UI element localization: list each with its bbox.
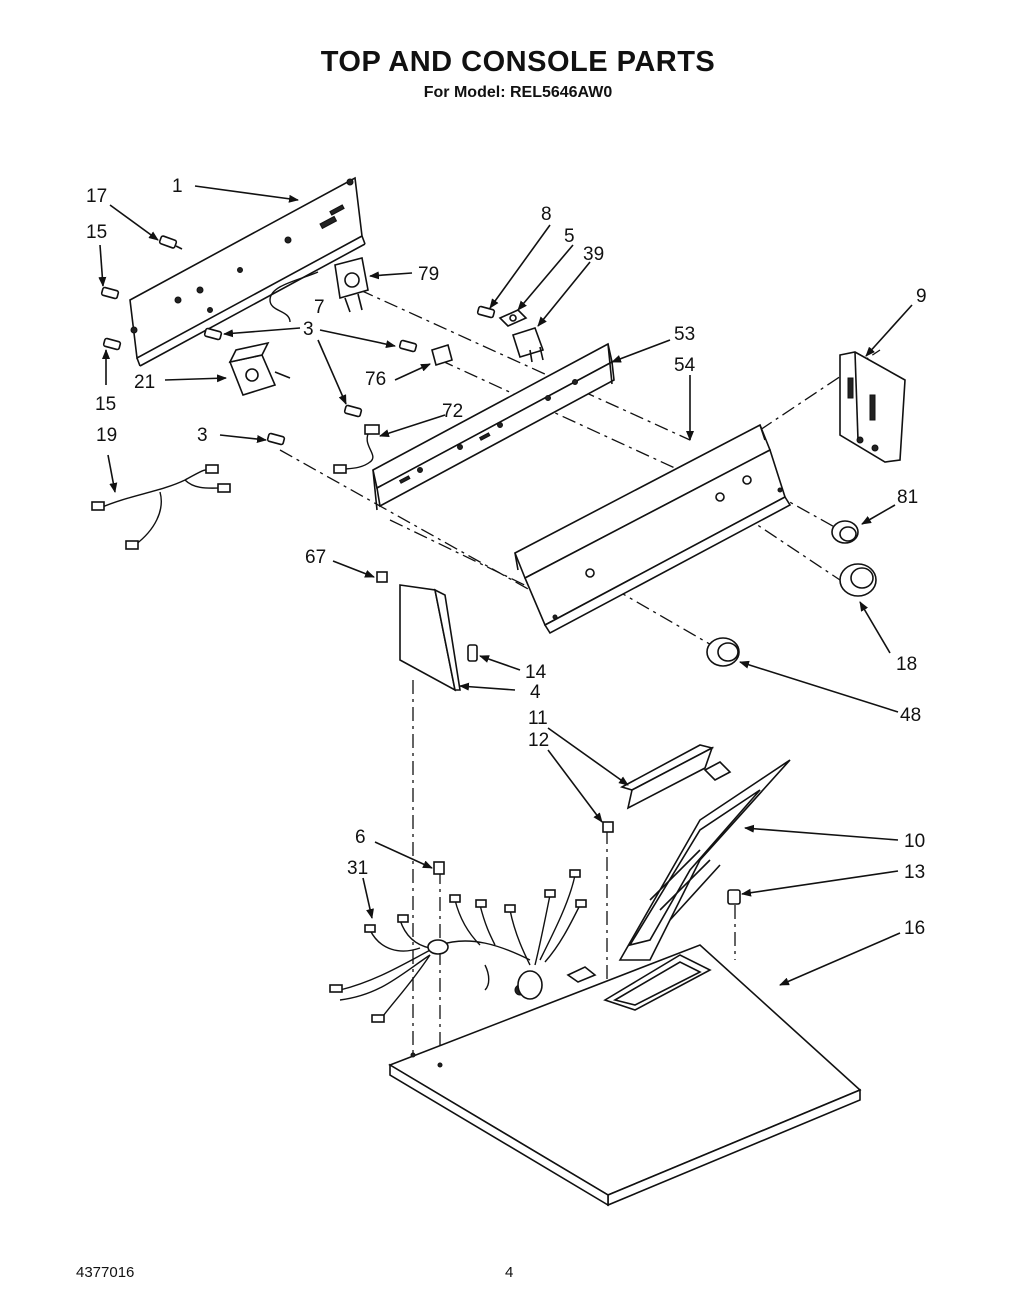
knob-18 [839,563,877,597]
callout-8: 8 [541,204,552,225]
knob-81 [831,520,859,544]
leader-lines [98,185,913,986]
panel-11 [619,744,715,810]
harness-19 [91,464,231,550]
top-panel-16 [388,944,862,1207]
channel-bracket-53 [372,342,615,511]
callout-15-upper: 15 [86,222,107,243]
timer-21 [228,341,291,396]
callout-39: 39 [583,244,604,265]
callout-5: 5 [564,226,575,247]
callout-7: 7 [314,297,325,318]
callout-67: 67 [305,547,326,568]
clip-5 [498,309,528,327]
screw-3-d [266,432,286,446]
wire-7 [269,271,319,323]
screw-3-a [203,327,223,341]
callout-14: 14 [525,662,547,683]
callout-11: 11 [528,708,548,729]
screw-17 [158,235,183,250]
callout-18: 18 [896,654,917,675]
console-housing-54 [513,423,792,635]
callout-79: 79 [418,264,439,285]
clip-12 [602,821,614,833]
wire-72 [333,424,380,474]
rear-console-panel [129,176,366,367]
harness-31 [329,869,587,1023]
callout-81: 81 [897,487,918,508]
screw-8 [476,305,496,319]
callout-9: 9 [916,286,927,307]
callout-31: 31 [347,858,368,879]
callout-3-upper: 3 [303,319,314,340]
callout-10: 10 [904,831,925,852]
callout-4: 4 [530,682,541,703]
screw-15-upper [100,286,120,300]
callout-17: 17 [86,186,107,207]
callout-3-lower: 3 [197,425,208,446]
model-subtitle: For Model: REL5646AW0 [423,84,613,101]
callout-48: 48 [900,705,921,726]
end-cap-9 [839,351,906,463]
page-title: TOP AND CONSOLE PARTS [320,46,716,78]
side-panel-4 [399,584,461,692]
screw-13 [727,889,741,905]
knob-48 [706,637,740,667]
callout-76: 76 [365,369,386,390]
page-number: 4 [505,1264,514,1281]
callout-54: 54 [674,355,696,376]
switch-79 [334,257,369,313]
callout-1: 1 [172,176,183,197]
control-panel-10 [618,759,791,961]
alignment-lines [279,289,881,1065]
screw-3-b [398,339,418,353]
screw-15-lower [102,337,122,351]
screw-3-c [343,404,363,418]
callout-21: 21 [134,372,155,393]
bracket-39 [511,327,545,363]
clip-67 [376,571,388,583]
clip-6 [433,861,445,875]
callout-72: 72 [442,401,463,422]
callout-12: 12 [528,730,549,751]
block-76 [431,343,453,367]
callout-19: 19 [96,425,117,446]
screw-14 [467,644,478,662]
callout-53: 53 [674,324,695,345]
callout-labels: 1 17 15 15 3 3 3 21 19 7 79 8 5 39 76 72… [86,176,927,939]
callout-6: 6 [355,827,366,848]
callout-13: 13 [904,862,925,883]
callout-16: 16 [904,918,925,939]
callout-15-lower: 15 [95,394,116,415]
document-number: 4377016 [76,1264,135,1281]
